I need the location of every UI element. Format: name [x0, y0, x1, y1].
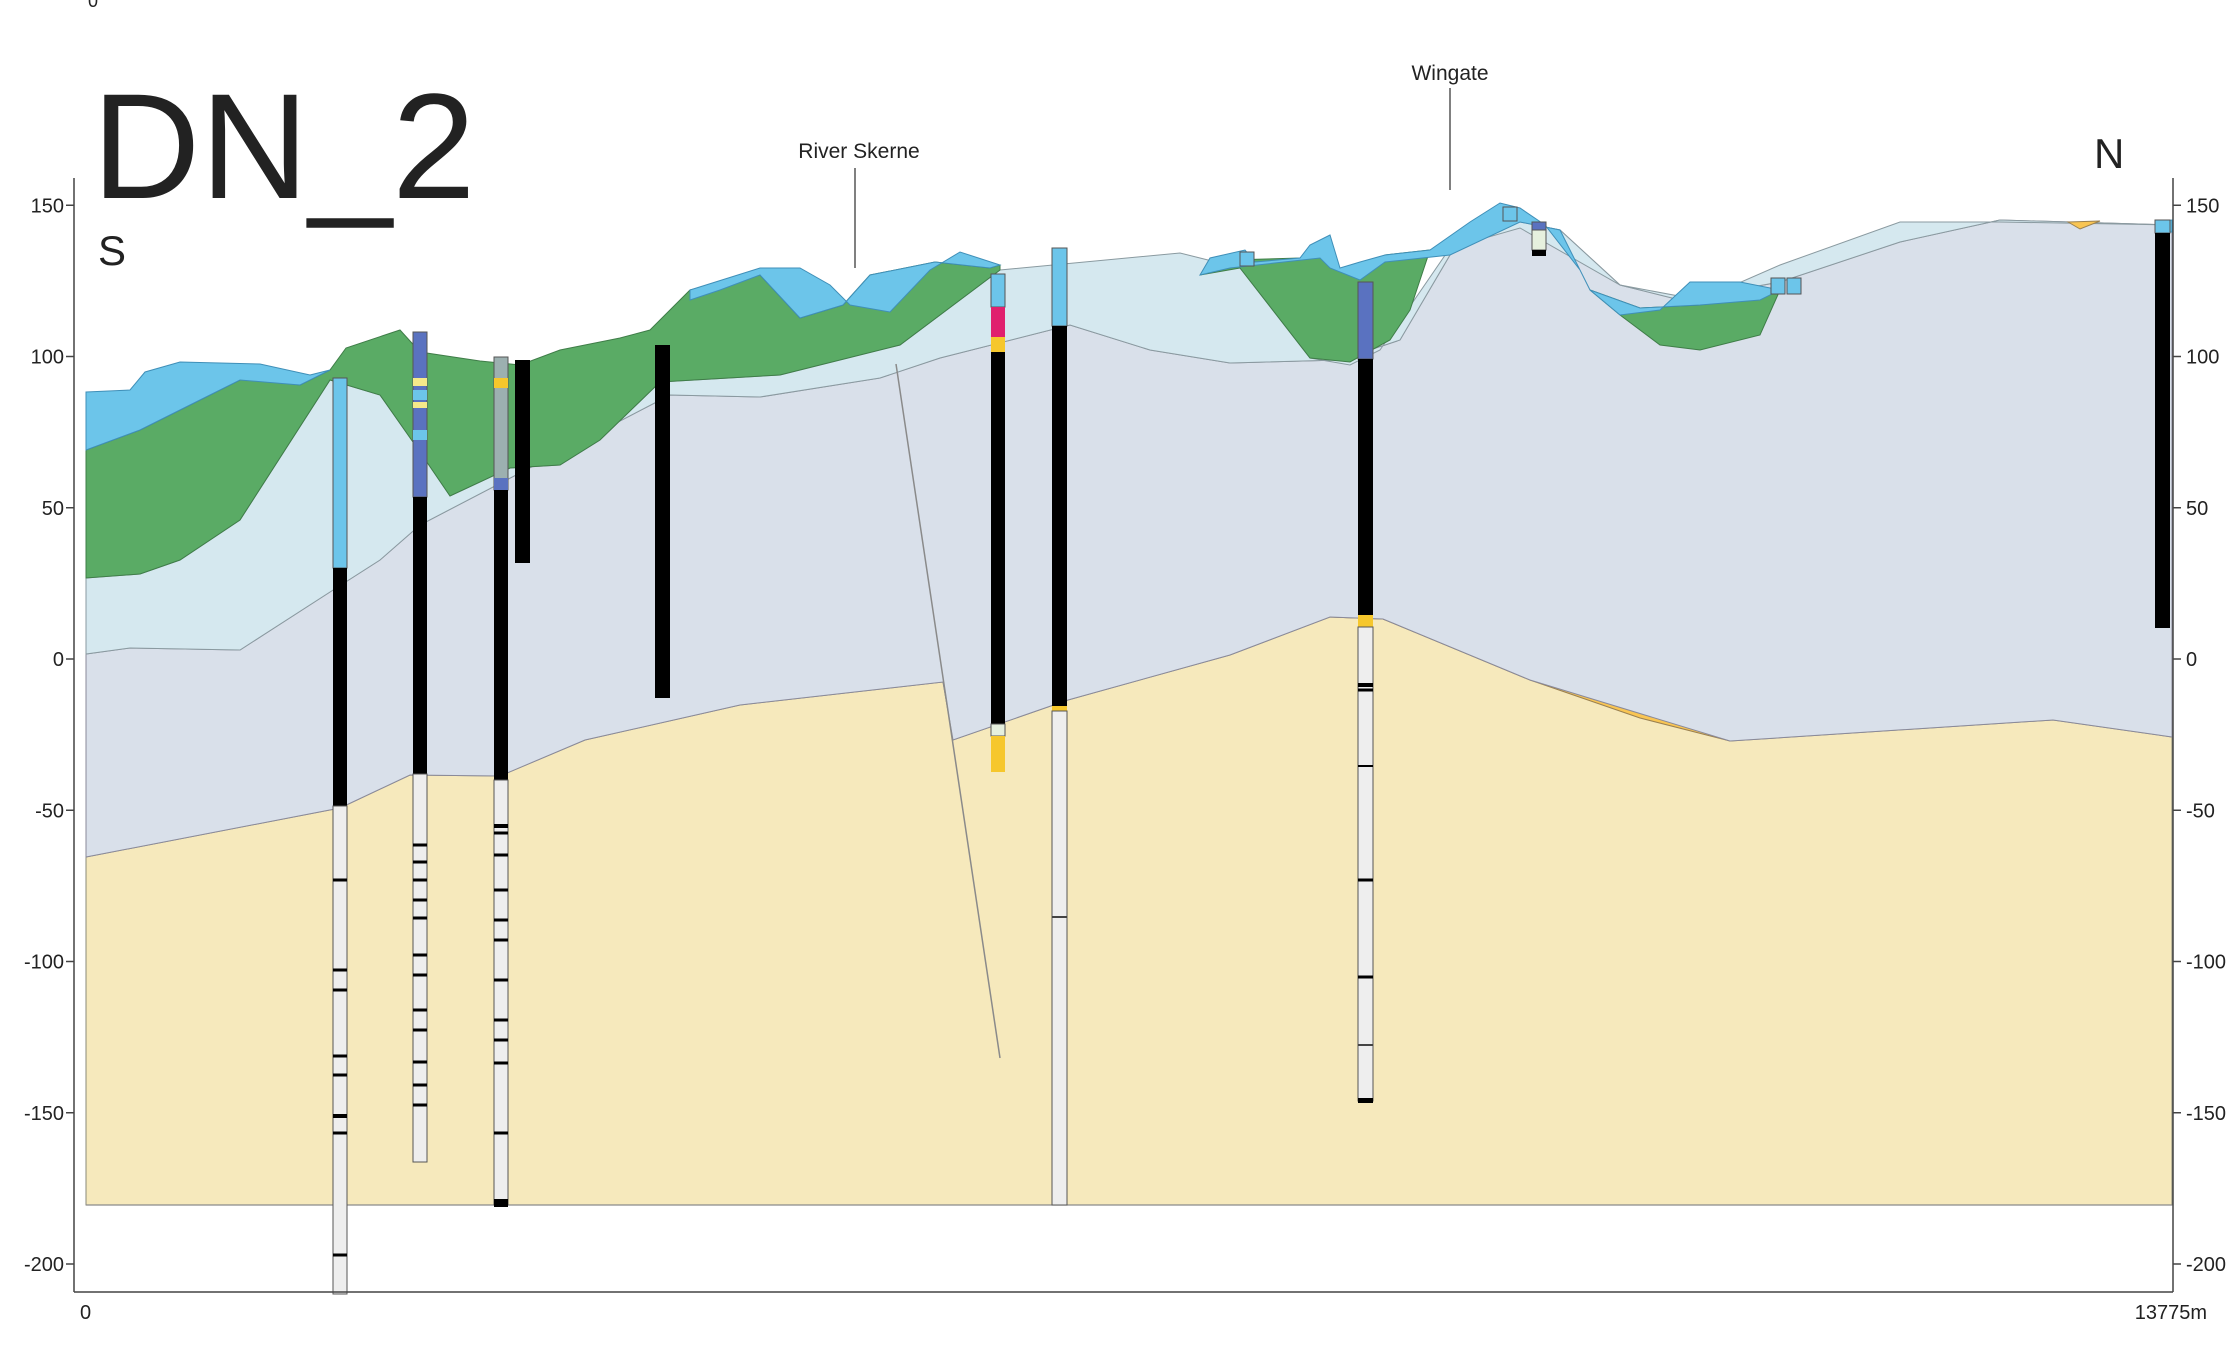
borehole-3	[493, 356, 509, 1207]
borehole-6-base-yellow	[991, 736, 1005, 772]
borehole-7-yellow	[1052, 706, 1067, 711]
borehole-8-lower	[1357, 626, 1374, 1102]
borehole-13	[1786, 277, 1802, 295]
borehole-8	[1357, 281, 1374, 1103]
borehole-north-black	[2155, 233, 2170, 628]
right-axis-tick-label: 0	[2186, 649, 2197, 671]
borehole-3-black	[494, 490, 508, 780]
borehole-6	[990, 273, 1006, 772]
bottom-axis-start-label: 0	[80, 1302, 91, 1324]
borehole-8-upper	[1357, 281, 1374, 360]
axes: 150 100 50 0 -50 -100 -150 -200 150 100 50 0 -50 -10…	[24, 178, 2226, 1293]
borehole-11	[1531, 221, 1547, 256]
left-axis-tick-label: -50	[35, 800, 64, 822]
fault-line	[895, 363, 1001, 1059]
bottom-axis-end-label: 13775m	[2135, 1302, 2207, 1324]
borehole-7-lower	[1051, 710, 1068, 1206]
left-axis-tick-label: 50	[42, 498, 64, 520]
right-axis-tick-label: -150	[2186, 1103, 2226, 1125]
borehole-2	[412, 331, 428, 1163]
borehole-10	[1502, 206, 1518, 222]
river-skerne-label: River Skerne	[798, 140, 919, 163]
unit-superficial-blue-mid	[689, 251, 1002, 319]
borehole-11-cap	[1531, 221, 1547, 231]
borehole-6-yellow	[991, 337, 1005, 352]
borehole-3-base	[494, 1199, 508, 1207]
left-axis-ticks: 150 100 50 0 -50 -100 -150 -200	[24, 195, 74, 1276]
borehole-9	[1239, 251, 1255, 267]
left-axis-tick-label: -150	[24, 1103, 64, 1125]
page-title: DN_2	[92, 62, 476, 230]
unit-orange-lens-north	[2066, 220, 2101, 230]
borehole-3-lower	[493, 779, 509, 1206]
borehole-north	[2154, 219, 2171, 628]
borehole-4	[515, 360, 530, 563]
borehole-7-black	[1052, 326, 1067, 706]
borehole-6-magenta	[991, 307, 1005, 337]
borehole-11-body	[1531, 229, 1547, 251]
wingate-label: Wingate	[1411, 62, 1488, 85]
borehole-7-upper	[1051, 247, 1068, 327]
borehole-8-yellow	[1358, 615, 1373, 627]
left-axis-tick-label: 100	[31, 347, 64, 369]
boreholes	[332, 206, 2171, 1295]
borehole-6-upper	[990, 273, 1006, 308]
borehole-1	[332, 377, 348, 1295]
unit-superficial-blue	[85, 361, 331, 451]
unit-superficial-blue-east	[1198, 202, 1782, 316]
south-label: S	[98, 227, 126, 274]
right-axis-tick-label: -100	[2186, 952, 2226, 974]
left-axis-tick-label: -200	[24, 1254, 64, 1276]
borehole-5	[655, 345, 670, 698]
borehole-north-cap	[2154, 219, 2171, 234]
right-axis-tick-label: 100	[2186, 347, 2219, 369]
borehole-8-black	[1358, 359, 1373, 615]
borehole-2-band-yellow	[413, 402, 427, 408]
borehole-1-black	[333, 568, 347, 806]
borehole-2-band-yellow	[413, 378, 427, 386]
borehole-2-upper	[412, 331, 428, 498]
borehole-8-base	[1358, 1098, 1373, 1103]
borehole-3-band-blue	[494, 478, 508, 490]
right-axis-tick-label: -50	[2186, 800, 2215, 822]
right-axis-tick-label: 50	[2186, 498, 2208, 520]
borehole-1-upper	[332, 377, 348, 569]
borehole-2-band-cyan	[413, 430, 427, 440]
right-axis-ticks: 150 100 50 0 -50 -100 -150 -200	[2173, 195, 2226, 1276]
borehole-11-base	[1532, 250, 1546, 256]
right-axis-tick-label: 150	[2186, 195, 2219, 217]
geological-units	[85, 202, 2173, 1206]
right-axis-tick-label: -200	[2186, 1254, 2226, 1276]
borehole-2-lower	[412, 773, 428, 1163]
top-zero-label: 0	[88, 0, 98, 11]
borehole-7	[1051, 247, 1068, 1206]
borehole-3-upper	[493, 356, 509, 491]
left-axis-tick-label: 150	[31, 195, 64, 217]
borehole-2-black	[413, 497, 427, 774]
borehole-6-pale	[990, 723, 1006, 737]
north-label: N	[2094, 130, 2124, 177]
left-axis-tick-label: -100	[24, 952, 64, 974]
borehole-6-black	[991, 352, 1005, 724]
borehole-2-band-cyan	[413, 390, 427, 400]
borehole-3-band-yellow	[494, 378, 508, 388]
borehole-1-lower	[332, 805, 348, 1295]
borehole-12	[1770, 277, 1786, 295]
left-axis-tick-label: 0	[53, 649, 64, 671]
